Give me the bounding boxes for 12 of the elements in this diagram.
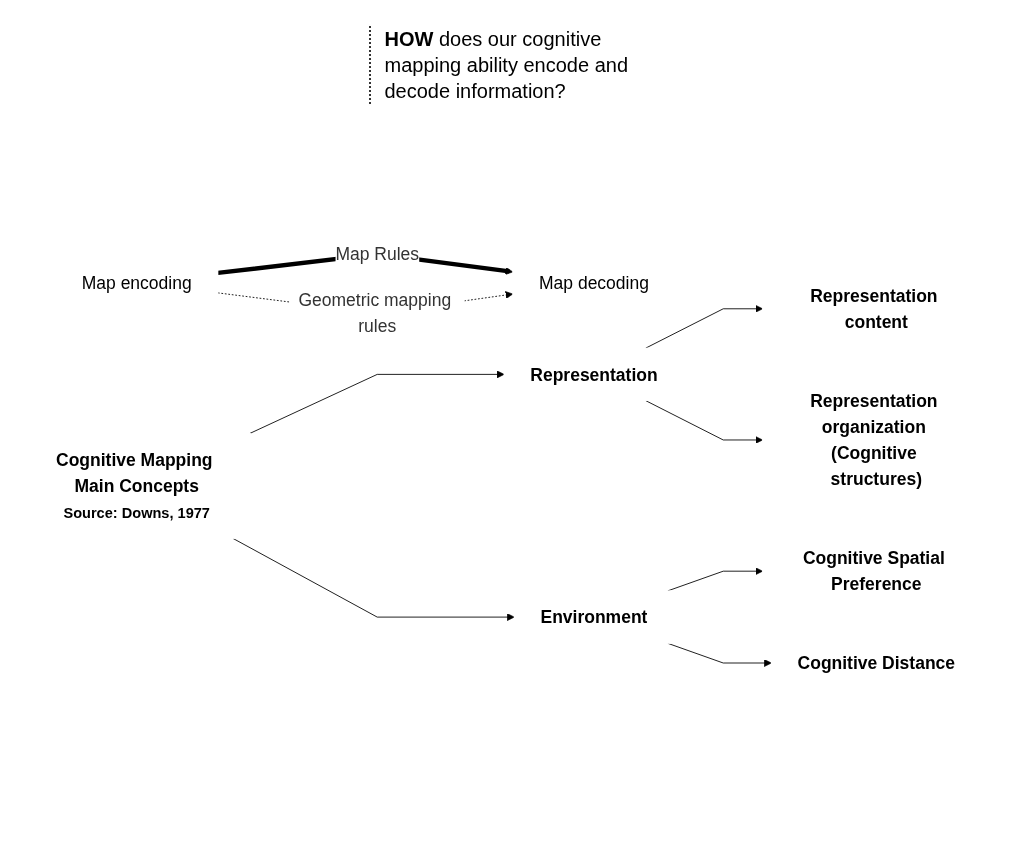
edge-label: Geometric mapping rules [298, 290, 452, 336]
node-text: Map encoding [81, 272, 192, 293]
node-text: Cognitive Mapping Main Concepts Source: Downs, 1977 [56, 449, 213, 522]
node-text: Representation organization (Cognitive structures) [810, 390, 938, 489]
node-text: Representation content [810, 285, 938, 332]
note-text: HOW does our cognitive mapping ability encode and decode information? [368, 26, 645, 104]
node-text: Representation [530, 364, 658, 384]
node-text: Cognitive Distance [797, 653, 956, 673]
node-text: Map decoding [539, 272, 649, 293]
node-text: Environment [540, 607, 648, 627]
node-text: Cognitive Spatial Preference [802, 548, 945, 594]
edge-label: Map Rules [335, 244, 420, 264]
